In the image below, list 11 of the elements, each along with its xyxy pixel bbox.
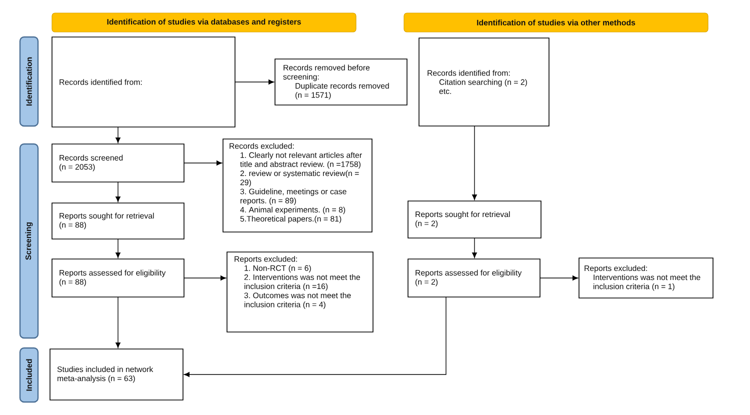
arrow (116, 238, 120, 258)
arrow (184, 276, 226, 280)
arrow (184, 296, 446, 377)
arrow (472, 126, 477, 200)
arrow (116, 182, 120, 202)
arrow (184, 160, 222, 166)
arrow (472, 238, 477, 258)
arrow (116, 126, 120, 144)
arrow (234, 80, 274, 84)
arrow (116, 296, 120, 348)
arrow (540, 276, 578, 280)
